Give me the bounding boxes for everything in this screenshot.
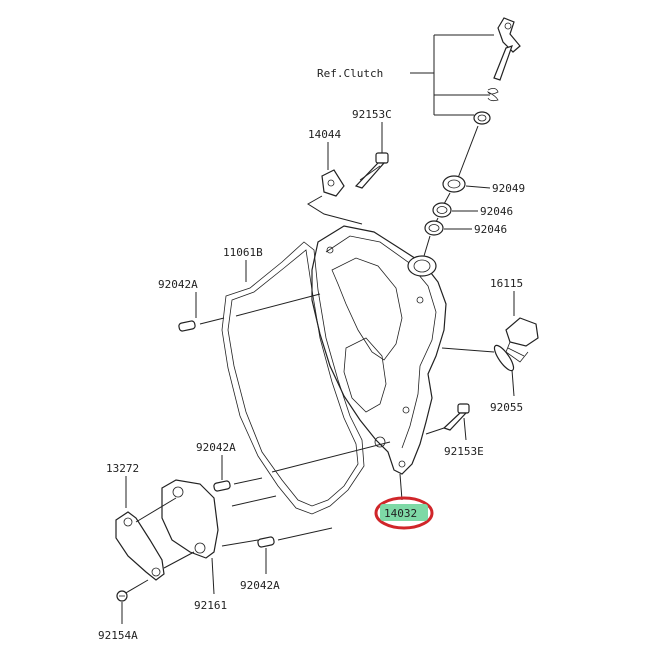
label-14044: 14044 — [308, 128, 341, 141]
label-92046-upper: 92046 — [480, 205, 513, 218]
label-11061B: 11061B — [223, 246, 263, 259]
label-92154A: 92154A — [98, 629, 138, 642]
label-92046-lower: 92046 — [474, 223, 507, 236]
dowel-92042A-bot: 92042A — [240, 527, 333, 592]
label-ref-clutch: Ref.Clutch — [317, 67, 383, 80]
seal-92049: 92049 — [442, 175, 525, 195]
plug-16115: 16115 — [490, 277, 539, 363]
label-92161: 92161 — [194, 599, 227, 612]
seal-92046-lower: 92046 — [424, 220, 507, 236]
plate-13272: 13272 — [106, 462, 195, 581]
clutch-lever — [493, 17, 521, 81]
bracket-14044: 14044 — [307, 128, 363, 225]
screw-92154A: 92154A — [98, 579, 149, 642]
bolt-92153C: 92153C — [352, 108, 392, 189]
label-92153E: 92153E — [444, 445, 484, 458]
highlight-14032: 14032 — [374, 496, 434, 530]
clutch-reference-group: Ref.Clutch — [317, 17, 521, 179]
oring-92055: 92055 — [490, 344, 523, 414]
label-92049: 92049 — [492, 182, 525, 195]
dowel-92042A-mid: 92042A — [196, 441, 263, 492]
label-92042A-bot: 92042A — [240, 579, 280, 592]
bolt-92153E: 92153E — [425, 403, 484, 458]
plate-92161: 92161 — [161, 479, 227, 612]
gasket-11061B: 11061B — [221, 241, 365, 515]
label-92055: 92055 — [490, 401, 523, 414]
seal-92046-upper: 92046 — [432, 202, 513, 218]
clutch-cover-14032 — [311, 225, 447, 501]
label-13272: 13272 — [106, 462, 139, 475]
alignment-lines — [221, 293, 391, 547]
label-92042A-top: 92042A — [158, 278, 198, 291]
label-92153C: 92153C — [352, 108, 392, 121]
label-14032: 14032 — [384, 507, 417, 520]
label-92042A-mid: 92042A — [196, 441, 236, 454]
clutch-washer — [473, 111, 491, 125]
dowel-92042A-top: 92042A — [158, 278, 225, 332]
clutch-spring — [487, 88, 499, 102]
label-16115: 16115 — [490, 277, 523, 290]
